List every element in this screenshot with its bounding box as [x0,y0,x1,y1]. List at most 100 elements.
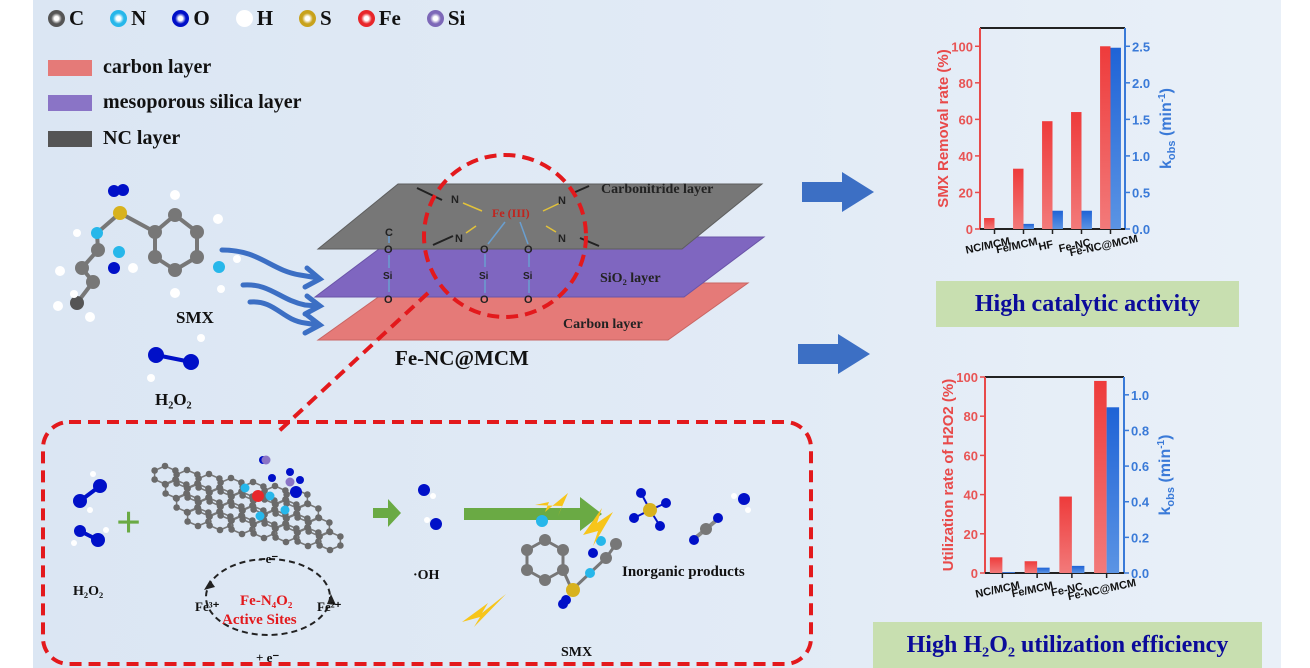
atom-legend-item: N [110,6,146,31]
legend-label: NC layer [103,127,181,149]
legend-label: mesoporous silica layer [103,91,302,113]
left-tick-label: 80 [959,76,973,91]
si-atom-icon [426,10,444,27]
cycle-arrow-icon [204,580,215,590]
bar-right-series [1023,223,1034,229]
cycle-arrow-icon [327,594,336,605]
bar-right-series [1081,210,1092,229]
legend-label: carbon layer [103,56,212,78]
o-label: O [384,294,393,306]
right-tick-label: 0.2 [1131,530,1149,545]
atom-symbol: Fe [378,6,401,30]
bar-left-series [1094,380,1107,573]
smx-molecule-icon [53,184,241,322]
o-label: O [524,244,533,256]
small-green-arrow-icon [373,499,401,527]
high-catalytic-activity-badge: High catalytic activity [936,281,1239,327]
inorganic-products-icon [629,488,751,545]
smx-label: SMX [176,308,215,327]
fe3-label: Fe³⁺ [195,599,220,614]
active-sites-label: Active Sites [222,612,297,628]
lightning-icon [583,508,613,546]
left-tick-label: 40 [959,149,973,164]
o-label: O [384,244,393,256]
right-tick-label: 1.5 [1132,112,1150,127]
x-tick-label: Fe-NC@MCM [1069,233,1139,259]
right-tick-label: 0.4 [1131,495,1150,510]
o-label: O [480,294,489,306]
left-tick-label: 80 [964,409,978,424]
right-axis-title: kobs (min-1) [1157,88,1178,169]
carbonitride-layer-plate [316,183,764,250]
mechanism-smx-label: SMX [561,645,592,660]
fe-atom-icon [252,490,264,502]
atom-symbol: H [256,6,274,30]
atom-legend-item: Si [426,6,465,31]
right-tick-label: 0.0 [1131,566,1149,581]
lightning-icon [535,493,568,516]
h2o2-label: H₂O₂ [155,390,192,409]
bar-right-series [1002,572,1015,573]
mechanism-diagram: N N N N C O O O O O O Si Si Si Fe (III) … [41,153,874,666]
c-label: C [385,227,393,239]
legend-carbon-layer: carbon layer [48,56,211,79]
si-label: Si [523,271,533,282]
h2o2-molecule-icon [147,334,205,382]
silica-layer-swatch [48,94,92,111]
c-atom-icon [48,10,65,27]
o-atom-icon [172,10,190,27]
o-label: O [480,244,489,256]
arrow-to-activity-chart-icon [802,172,874,212]
o-label: O [524,294,533,306]
carbonitride-layer-label: Carbonitride layer [601,182,713,197]
bar-left-series [1024,561,1038,573]
n-label: N [558,195,566,207]
nc-layer-swatch [48,130,92,147]
bar-right-series [1106,407,1120,573]
n-label: N [451,194,459,206]
badge-text: High H₂O₂ utilization efficiency [906,631,1229,658]
hydroxyl-label: ·OH [413,568,440,583]
minus-electron-label: - e⁻ [258,551,278,566]
bar-right-series [1037,567,1050,573]
h-atom-icon [235,10,253,27]
atom-symbol: N [131,6,147,30]
zoom-circle [422,153,588,319]
bar-right-series [1052,210,1063,229]
left-tick-label: 20 [964,527,978,542]
left-tick-label: 0 [971,566,978,581]
atom-legend-item: Fe [357,6,401,31]
left-tick-label: 100 [951,39,973,54]
bar-left-series [1059,496,1072,573]
bar-right-series [1110,47,1121,230]
atom-symbol: O [193,6,210,30]
hydroxyl-radical-icon [290,484,442,530]
badge-text: High catalytic activity [974,290,1201,317]
atom-symbol: S [320,6,332,30]
left-tick-label: 20 [959,185,973,200]
left-tick-label: 60 [964,448,978,463]
arrow-to-utilization-chart-icon [798,334,870,374]
bar-left-series [1071,112,1082,229]
si-label: Si [383,271,393,282]
left-tick-label: 60 [959,112,973,127]
bar-left-series [1013,168,1024,229]
smx-removal-chart: 0204060801000.00.51.01.52.02.5NC/MCMFe/M… [935,27,1178,259]
structure-title: Fe-NC@MCM [395,346,529,370]
left-axis-title: SMX Removal rate (%) [935,49,952,207]
right-tick-label: 0.0 [1132,222,1150,237]
left-tick-label: 40 [964,488,978,503]
left-tick-label: 100 [956,370,978,385]
n-label: N [455,233,463,245]
high-h2o2-utilization-badge: High H₂O₂ utilization efficiency [873,622,1262,668]
zoom-connector [276,291,430,434]
s-atom-icon [299,10,317,27]
carbon-layer-label: Carbon layer [563,317,643,332]
h2o2-utilization-chart: 0204060801000.00.20.40.60.81.0NC/MCMFe/M… [940,370,1177,603]
n-label: N [558,233,566,245]
mechanism-h2o2-label: H₂O₂ [73,584,103,599]
right-tick-label: 1.0 [1132,149,1150,164]
atom-legend-item: S [299,6,332,31]
large-green-arrow-icon [464,497,602,531]
right-axis-title: kobs (min-1) [1156,435,1177,516]
